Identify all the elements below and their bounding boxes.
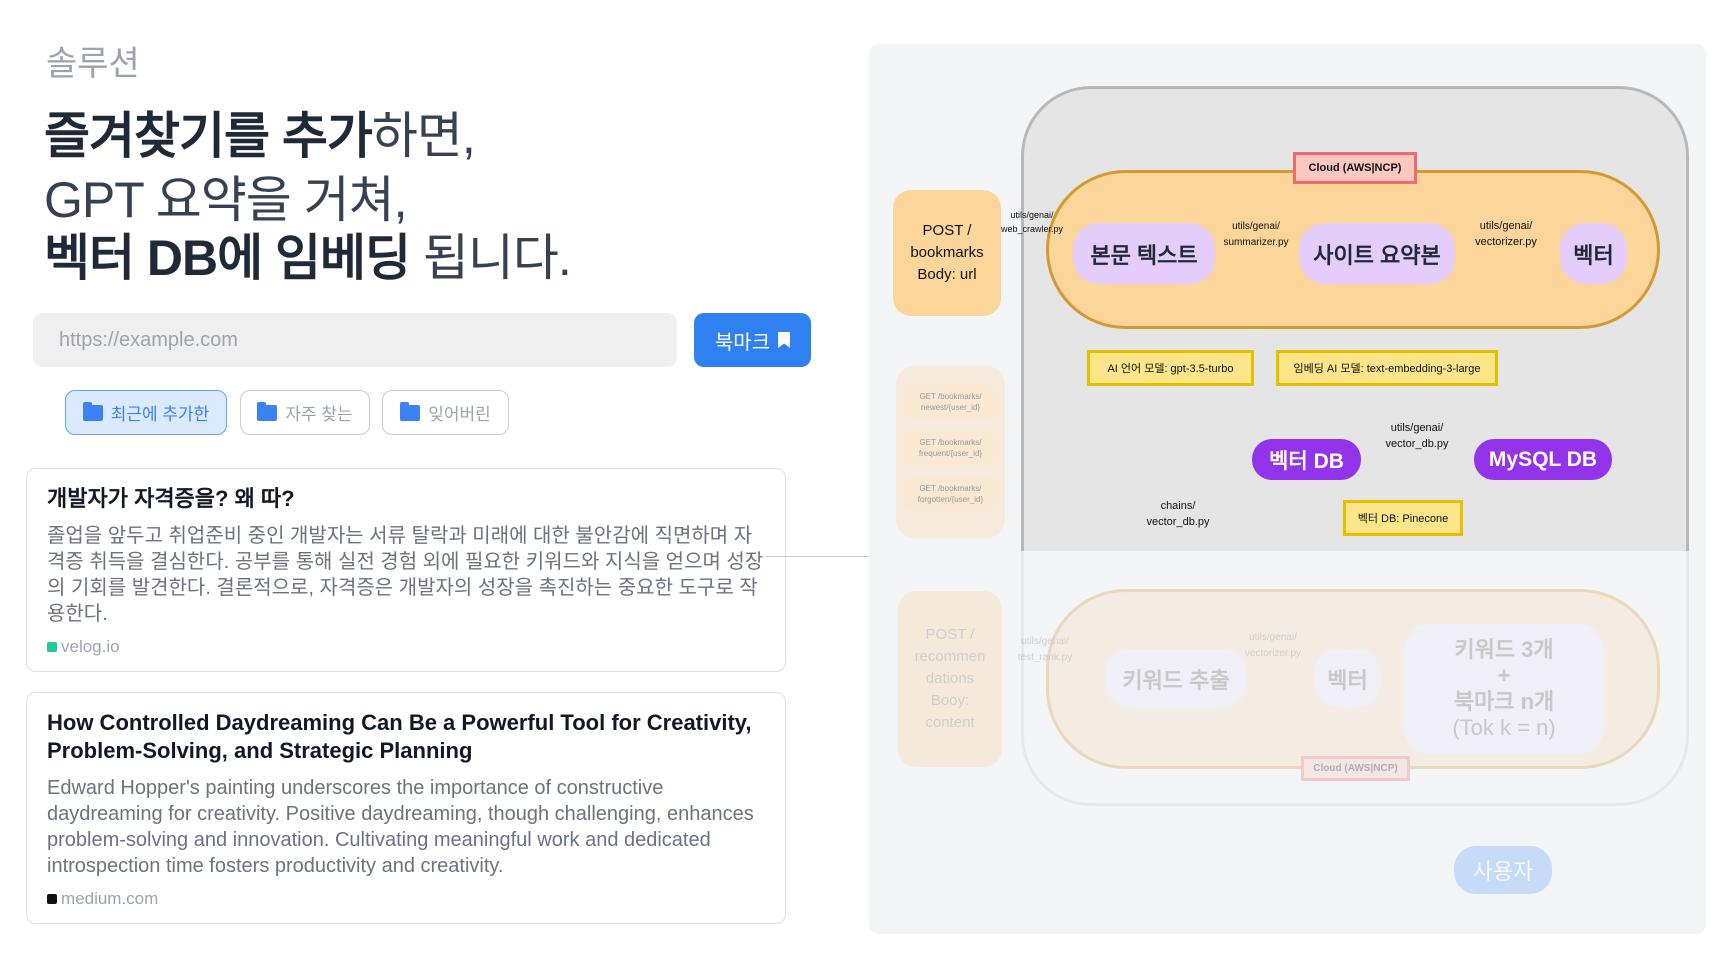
headline-line-3: 벡터 DB에 임베딩 됩니다.: [44, 230, 572, 286]
bookmark-icon: [778, 332, 791, 348]
site-summary-node: 사이트 요약본: [1299, 223, 1455, 284]
bookmark-button-label: 북마크: [714, 331, 771, 354]
card-summary: Edward Hopper's painting underscores the…: [47, 777, 754, 877]
pinecone-label: 벡터 DB: Pinecone: [1343, 500, 1463, 536]
bookmark-card[interactable]: 개발자가 자격증을? 왜 따? 졸업을 앞두고 취업준비 중인 개발자는 서류 …: [26, 468, 786, 672]
velog-favicon-icon: [47, 642, 57, 652]
get-newest-endpoint: GET /bookmarks/newest/{user_id}: [902, 385, 999, 419]
embedding-model-label: 임베딩 AI 모델: text-embedding-3-large: [1276, 350, 1498, 386]
card-source[interactable]: medium.com: [61, 889, 159, 908]
server-boundary-faded: [1021, 551, 1689, 806]
tab-forgotten[interactable]: 잊어버린: [382, 390, 509, 435]
tab-label: 최근에 추가한: [110, 405, 210, 424]
card-title: How Controlled Daydreaming Can Be a Powe…: [47, 710, 752, 763]
vector-db-py-label: utils/genai/vector_db.py: [1385, 422, 1449, 450]
folder-icon: [400, 401, 421, 421]
card-summary: 졸업을 앞두고 취업준비 중인 개발자는 서류 탈락과 미래에 대한 불안감에 …: [47, 525, 764, 625]
folder-icon: [257, 401, 278, 421]
get-forgotten-endpoint: GET /bookmarks/forgotten/{user_id}: [902, 477, 999, 511]
section-eyebrow: 솔루션: [46, 45, 140, 83]
tab-recent[interactable]: 최근에 추가한: [65, 390, 227, 435]
tab-frequent[interactable]: 자주 찾는: [240, 390, 370, 435]
medium-favicon-icon: [47, 894, 57, 904]
headline-line-1: 즐겨찾기를 추가하면,: [44, 108, 476, 164]
body-text-node: 본문 텍스트: [1073, 223, 1215, 284]
vector-node: 벡터: [1560, 223, 1627, 284]
chains-label: chains/vector_db.py: [1146, 500, 1210, 528]
bookmark-button[interactable]: 북마크: [694, 313, 811, 367]
get-frequent-endpoint: GET /bookmarks/frequent/{user_id}: [902, 431, 999, 465]
vectorizer-label: utils/genai/vectorizer.py: [1475, 220, 1537, 248]
headline-line-2: GPT 요약을 거쳐,: [44, 172, 408, 228]
tab-label: 자주 찾는: [285, 405, 353, 424]
bookmark-card[interactable]: How Controlled Daydreaming Can Be a Powe…: [26, 692, 786, 924]
tab-label: 잊어버린: [428, 405, 491, 424]
vector-db-node: 벡터 DB: [1252, 439, 1361, 480]
folder-icon: [82, 401, 103, 421]
card-source[interactable]: velog.io: [61, 637, 120, 656]
summarizer-label: utils/genai/summarizer.py: [1223, 221, 1289, 248]
url-input[interactable]: [33, 313, 677, 367]
connector-line: [765, 556, 869, 557]
mysql-db-node: MySQL DB: [1474, 439, 1612, 480]
web-crawler-label: utils/genai/web_crawler.py: [1000, 210, 1064, 234]
cloud-label: Cloud (AWS|NCP): [1293, 152, 1417, 184]
card-title: 개발자가 자격증을? 왜 따?: [47, 486, 295, 511]
ai-model-label: AI 언어 모델: gpt-3.5-turbo: [1087, 350, 1254, 386]
